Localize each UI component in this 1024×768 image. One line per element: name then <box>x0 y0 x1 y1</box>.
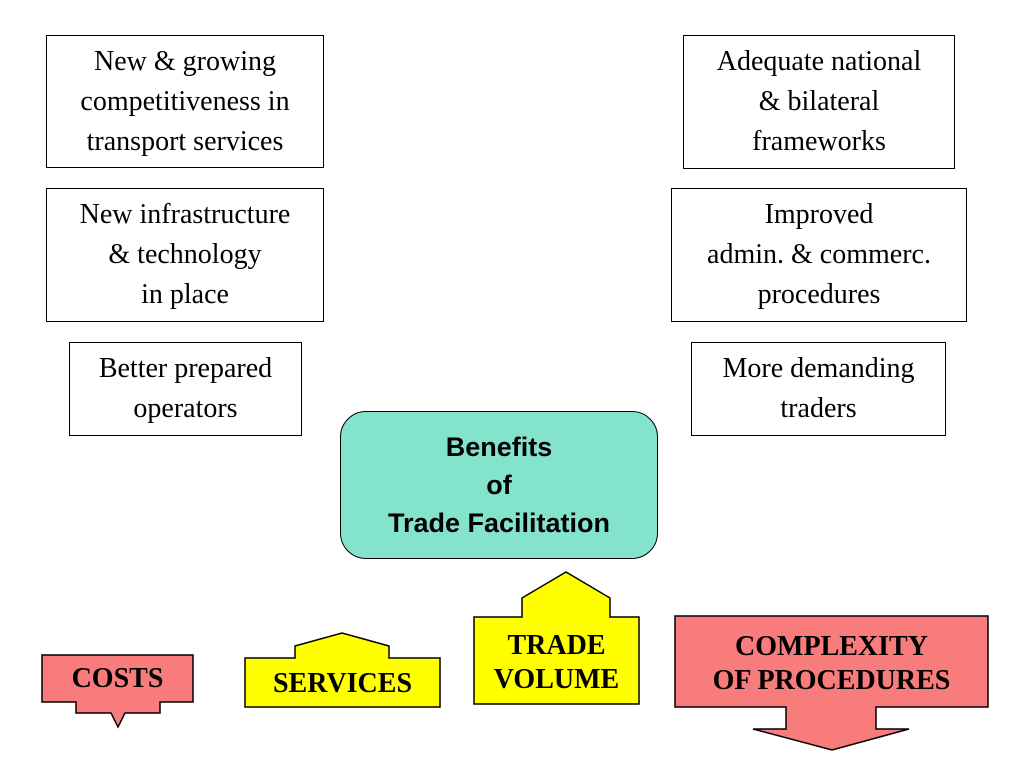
left-box-1-line-3: transport services <box>86 125 284 157</box>
right-box-3: More demanding traders <box>691 342 946 436</box>
left-box-1-line-1: New & growing <box>94 45 276 77</box>
right-box-2-line-3: procedures <box>757 279 881 310</box>
left-box-3: Better prepared operators <box>69 342 302 436</box>
right-box-1-line-2: & bilateral <box>758 86 880 117</box>
costs-down-arrow <box>41 654 194 729</box>
complexity-down-arrow <box>674 615 989 751</box>
right-box-2-line-1: Improved <box>764 199 874 230</box>
left-box-2-line-2: & technology <box>108 239 262 270</box>
left-box-2-line-1: New infrastructure <box>79 199 291 230</box>
services-label-line-1: SERVICES <box>272 667 413 699</box>
right-box-3-line-2: traders <box>780 393 857 424</box>
left-box-2: New infrastructure & technology in place <box>46 188 324 322</box>
services-up-arrow <box>244 632 441 708</box>
right-box-3-line-1: More demanding <box>722 353 915 384</box>
costs-label-line-1: COSTS <box>71 662 164 694</box>
complexity-label: COMPLEXITY OF PROCEDURES <box>675 625 988 703</box>
benefits-line-2: of <box>486 470 512 500</box>
trade-volume-label-line-1: TRADE <box>507 630 606 661</box>
costs-label: COSTS <box>42 655 193 702</box>
benefits-line-1: Benefits <box>445 432 553 462</box>
left-box-3-line-2: operators <box>133 393 238 424</box>
left-box-2-line-3: in place <box>141 279 229 310</box>
right-box-2-line-2: admin. & commerc. <box>707 239 931 270</box>
benefits-box: Benefits of Trade Facilitation <box>340 411 658 559</box>
right-box-2: Improved admin. & commerc. procedures <box>671 188 967 322</box>
right-box-1: Adequate national & bilateral frameworks <box>683 35 955 169</box>
right-box-1-line-3: frameworks <box>752 126 886 157</box>
benefits-line-3: Trade Facilitation <box>387 508 611 538</box>
right-box-1-line-1: Adequate national <box>716 46 922 77</box>
services-label: SERVICES <box>245 660 440 707</box>
trade-volume-up-arrow <box>473 571 640 705</box>
trade-volume-label: TRADE VOLUME <box>474 624 639 702</box>
left-box-1-line-2: competitiveness in <box>80 85 290 117</box>
complexity-label-line-2: OF PROCEDURES <box>712 665 951 696</box>
complexity-label-line-1: COMPLEXITY <box>735 631 928 662</box>
left-box-1: New & growing competitiveness in transpo… <box>46 35 324 168</box>
left-box-3-line-1: Better prepared <box>98 353 273 384</box>
trade-volume-label-line-2: VOLUME <box>493 664 620 695</box>
